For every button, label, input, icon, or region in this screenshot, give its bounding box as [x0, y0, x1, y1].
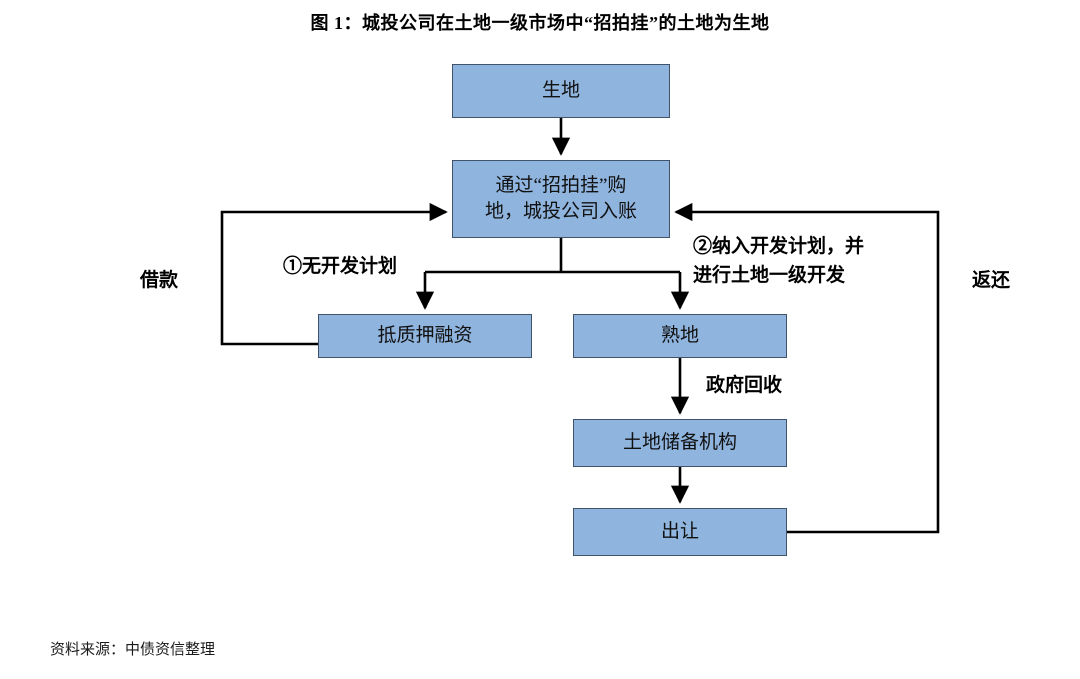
- node-purchase-label-line2: 地，城投公司入账: [484, 201, 637, 222]
- node-land-transfer-label: 出让: [660, 521, 699, 543]
- node-purchase-label-line1: 通过“招拍挂”购: [495, 175, 627, 197]
- edge-label-include-development-plan-line2: 进行土地一级开发: [693, 264, 846, 286]
- source-note: 资料来源：中债资信整理: [50, 642, 216, 658]
- node-land-reserve-agency-label: 土地储备机构: [622, 432, 737, 454]
- node-purchase-label: 通过“招拍挂”购 地，城投公司入账: [479, 173, 643, 224]
- node-land-transfer[interactable]: 出让: [573, 508, 787, 556]
- edge-label-government-recovery: 政府回收: [706, 375, 783, 396]
- node-shoudi[interactable]: 熟地: [573, 314, 787, 358]
- node-mortgage-financing-label: 抵质押融资: [377, 325, 473, 347]
- node-shengdi[interactable]: 生地: [452, 64, 670, 118]
- node-purchase[interactable]: 通过“招拍挂”购 地，城投公司入账: [452, 160, 670, 238]
- edge-label-no-development-plan: ①无开发计划: [283, 256, 398, 277]
- node-land-reserve-agency[interactable]: 土地储备机构: [573, 419, 787, 467]
- edge-label-return: 返还: [972, 270, 1011, 291]
- node-shoudi-label: 熟地: [660, 325, 699, 347]
- node-mortgage-financing[interactable]: 抵质押融资: [318, 314, 532, 358]
- node-shengdi-label: 生地: [541, 80, 580, 102]
- edge-label-include-development-plan: ②纳入开发计划，并 进行土地一级开发: [693, 233, 913, 290]
- edge-label-include-development-plan-line1: ②纳入开发计划，并: [693, 236, 865, 257]
- edge-label-borrow: 借款: [140, 270, 179, 291]
- page-title: 图 1：城投公司在土地一级市场中“招拍挂”的土地为生地: [310, 13, 770, 33]
